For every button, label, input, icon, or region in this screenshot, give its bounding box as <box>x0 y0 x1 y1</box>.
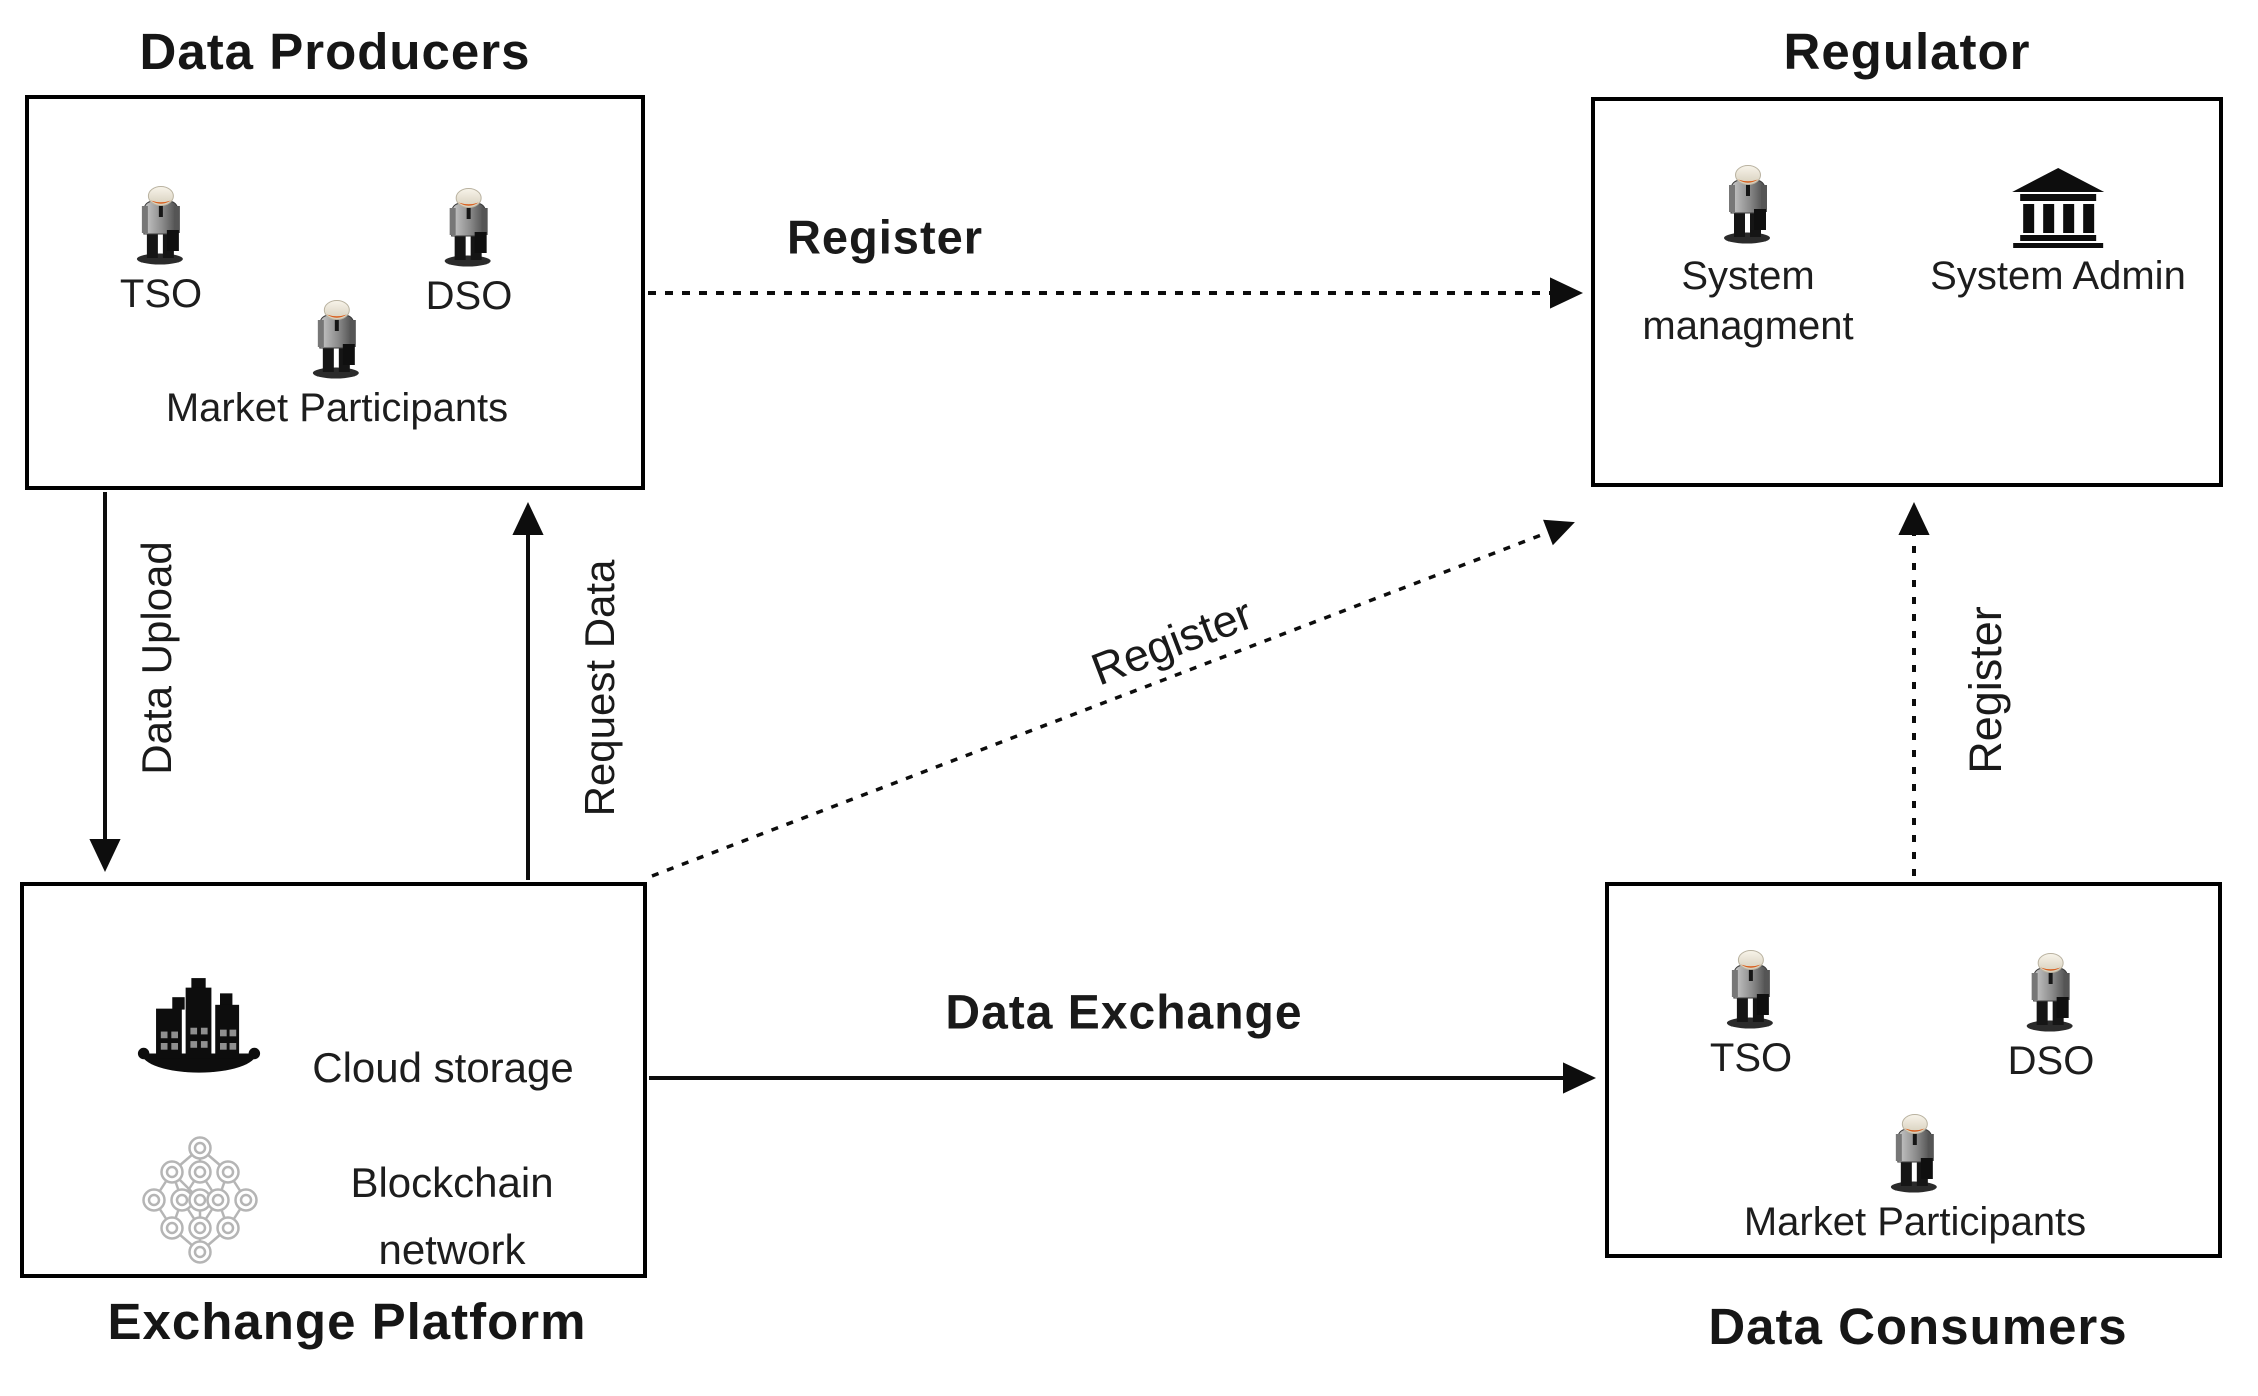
person-icon <box>438 188 500 268</box>
cloud-storage-icon <box>136 978 262 1092</box>
data-producers-title: Data Producers <box>139 23 531 80</box>
producers-tso-label: TSO <box>119 272 203 316</box>
register-diagonal-label: Register <box>1084 587 1260 696</box>
regulator-title: Regulator <box>1783 23 2031 80</box>
producers-market-participants-label: Market Participants <box>165 386 509 430</box>
regulator-system-admin-actor: System Admin <box>1930 168 2186 299</box>
person-icon <box>1884 1114 1946 1194</box>
regulator-system-management-actor: System managment <box>1613 165 1883 351</box>
consumers-dso-actor: DSO <box>2007 953 2095 1084</box>
consumers-market-participants-label: Market Participants <box>1743 1200 2087 1244</box>
person-icon <box>1717 165 1779 245</box>
register-top-label: Register <box>786 210 984 264</box>
data-consumers-box <box>1605 882 2222 1258</box>
data-exchange-label: Data Exchange <box>945 986 1303 1040</box>
consumers-tso-actor: TSO <box>1710 950 1792 1081</box>
exchange-platform-title: Exchange Platform <box>107 1293 587 1350</box>
producers-dso-label: DSO <box>425 274 513 318</box>
person-icon <box>130 186 192 266</box>
bank-icon <box>2010 168 2106 248</box>
cloud-storage-label: Cloud storage <box>312 1044 574 1091</box>
blockchain-network-label: Blockchain network <box>350 1158 554 1273</box>
system-management-label: System managment <box>1642 254 1854 348</box>
data-upload-label: Data Upload <box>133 541 180 775</box>
register-vertical-label: Register <box>1960 606 2011 774</box>
request-data-label: Request Data <box>576 559 623 817</box>
blockchain-network-icon <box>140 1136 260 1273</box>
register-arrow-exchange-to-regulator <box>651 519 1575 878</box>
producers-tso-actor: TSO <box>120 186 202 317</box>
producers-dso-actor: DSO <box>425 188 513 319</box>
exchange-platform-box <box>20 882 647 1278</box>
person-icon <box>1720 950 1782 1030</box>
consumers-dso-label: DSO <box>2007 1039 2095 1083</box>
data-producers-box <box>25 95 645 490</box>
person-icon <box>306 300 368 380</box>
system-admin-label: System Admin <box>1930 254 2186 298</box>
data-consumers-title: Data Consumers <box>1708 1298 2128 1355</box>
regulator-box <box>1591 97 2223 487</box>
person-icon <box>2020 953 2082 1033</box>
consumers-tso-label: TSO <box>1709 1036 1793 1080</box>
consumers-market-participants-actor: Market Participants <box>1744 1114 2086 1245</box>
producers-market-participants-actor: Market Participants <box>166 300 508 431</box>
